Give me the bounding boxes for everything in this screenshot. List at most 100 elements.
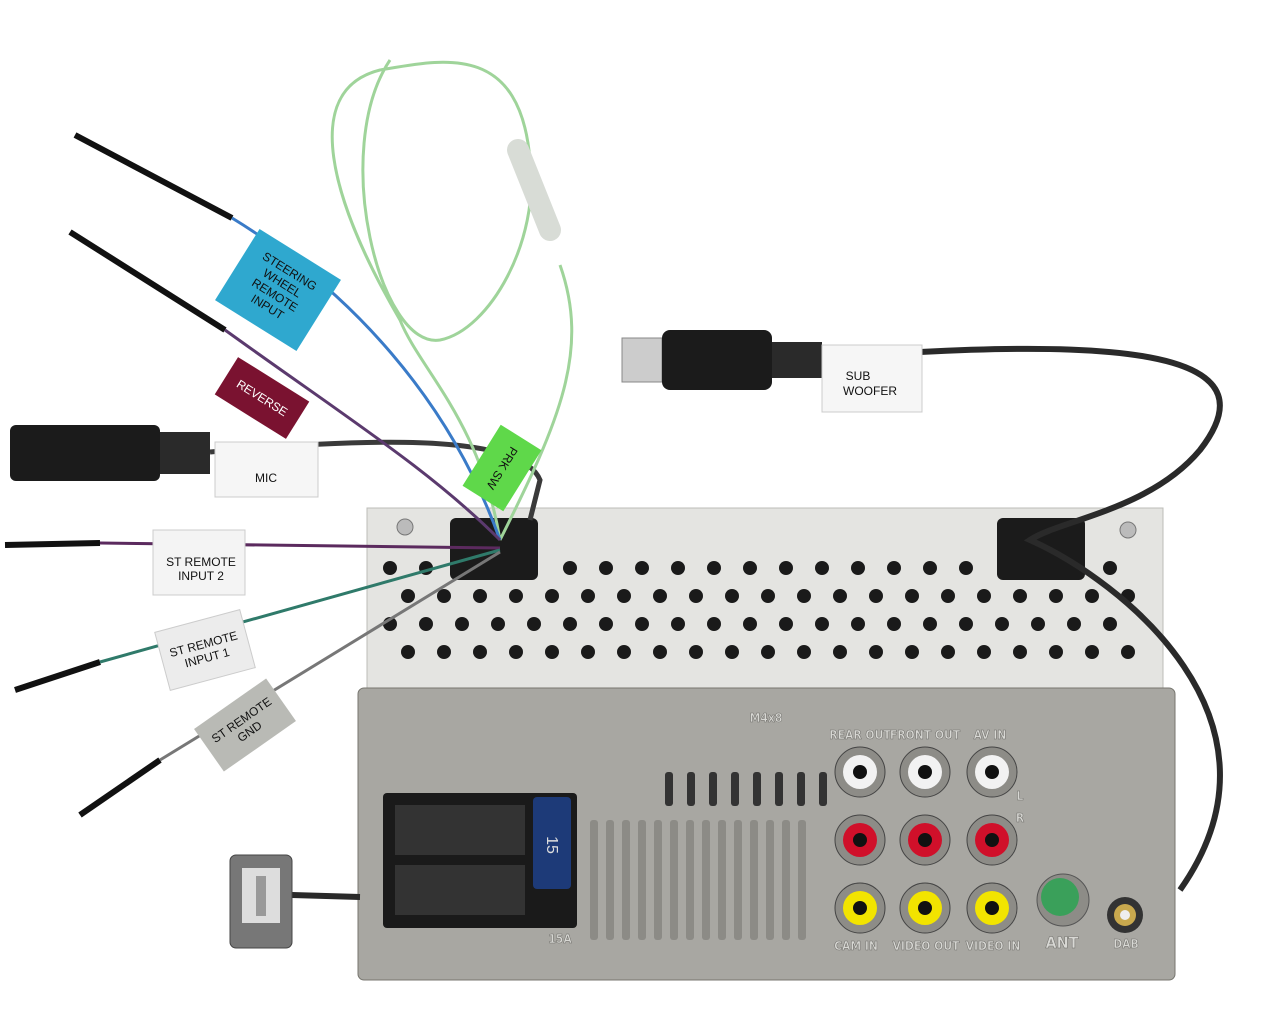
prk-fuse-holder <box>507 139 561 241</box>
vent-hole <box>1103 617 1117 631</box>
vent-hole <box>509 645 523 659</box>
fin <box>702 820 710 940</box>
fin <box>782 820 790 940</box>
vent-hole <box>635 561 649 575</box>
fin <box>734 820 742 940</box>
vent-hole <box>815 561 829 575</box>
cable-grommet <box>997 518 1085 580</box>
screw <box>1119 521 1137 539</box>
mic-connector[interactable] <box>10 425 210 481</box>
rca-jacks <box>834 746 1018 934</box>
vent-hole <box>689 645 703 659</box>
st-remote-input-2-label-tag: ST REMOTE INPUT 2 <box>152 529 246 596</box>
vent-hole <box>473 645 487 659</box>
vent-hole <box>995 617 1009 631</box>
fin <box>590 820 598 940</box>
av-in-label: AV IN <box>974 728 1007 742</box>
vent-hole <box>707 617 721 631</box>
vent-hole <box>1049 589 1063 603</box>
screw-spec-label: M4x8 <box>750 711 783 725</box>
fin <box>766 820 774 940</box>
dab-jack[interactable] <box>1107 897 1143 933</box>
vent-hole <box>887 617 901 631</box>
front-out-label: FRONT OUT <box>890 728 961 742</box>
vent-hole <box>833 645 847 659</box>
vent-hole <box>455 617 469 631</box>
vent-hole <box>725 645 739 659</box>
vent-slot <box>665 772 673 806</box>
vent-hole <box>923 561 937 575</box>
vent-hole <box>491 617 505 631</box>
vent-hole <box>599 617 613 631</box>
rca-jack[interactable] <box>899 814 951 866</box>
vent-hole <box>509 589 523 603</box>
vent-hole <box>545 645 559 659</box>
rca-jack[interactable] <box>966 746 1018 798</box>
heatsink-fins <box>590 772 827 940</box>
vent-hole <box>1103 561 1117 575</box>
rca-jack[interactable] <box>966 814 1018 866</box>
rca-jack[interactable] <box>834 746 886 798</box>
vent-slot <box>819 772 827 806</box>
st-remote-gnd-label-tag: ST REMOTE GND <box>194 678 296 772</box>
fin <box>638 820 646 940</box>
vent-hole <box>1085 589 1099 603</box>
cam-in-label: CAM IN <box>834 939 878 953</box>
vent-hole <box>527 617 541 631</box>
rca-jack[interactable] <box>899 746 951 798</box>
ant-label: ANT <box>1045 933 1078 952</box>
video-in-label: VIDEO IN <box>966 939 1021 953</box>
antenna-jack[interactable] <box>1036 873 1090 927</box>
svg-text:INPUT 2: INPUT 2 <box>178 569 224 583</box>
vent-hole <box>545 589 559 603</box>
subwoofer-label-tag: SUB WOOFER <box>821 344 923 413</box>
vent-hole <box>959 561 973 575</box>
rca-jack[interactable] <box>966 882 1018 934</box>
rca-jack[interactable] <box>834 882 886 934</box>
svg-text:SUB: SUB <box>846 369 871 383</box>
vent-hole <box>851 561 865 575</box>
usb-connector[interactable] <box>229 854 293 949</box>
subwoofer-rca-connector[interactable] <box>621 330 822 390</box>
rca-jack[interactable] <box>899 882 951 934</box>
vent-slot <box>775 772 783 806</box>
fin <box>654 820 662 940</box>
fin <box>670 820 678 940</box>
vent-hole <box>473 589 487 603</box>
subwoofer-cable <box>919 345 1223 892</box>
svg-text:MIC: MIC <box>255 471 277 485</box>
vent-slot <box>797 772 805 806</box>
vent-hole <box>779 561 793 575</box>
vent-slot <box>687 772 695 806</box>
vent-hole <box>635 617 649 631</box>
rear-out-label: REAR OUT <box>829 728 891 742</box>
prk-sw-label-tag: PRK SW <box>462 424 542 512</box>
vent-hole <box>797 589 811 603</box>
vent-hole <box>671 617 685 631</box>
usb-cable <box>291 892 361 900</box>
prk-wire <box>330 59 574 541</box>
steering-wire <box>73 132 234 221</box>
vent-hole <box>869 645 883 659</box>
vent-hole <box>797 645 811 659</box>
vent-hole <box>1049 645 1063 659</box>
vent-hole <box>653 645 667 659</box>
vent-hole <box>437 645 451 659</box>
vent-hole <box>941 645 955 659</box>
vent-hole <box>743 561 757 575</box>
rca-jack[interactable] <box>834 814 886 866</box>
vent-hole <box>941 589 955 603</box>
st-remote-input-2-wire <box>4 540 101 548</box>
vent-hole <box>1121 645 1135 659</box>
screw <box>396 518 414 536</box>
vent-hole <box>419 617 433 631</box>
vent-hole <box>977 645 991 659</box>
fin <box>798 820 806 940</box>
vent-hole <box>977 589 991 603</box>
fuse-value: 15 <box>543 836 560 854</box>
fuse[interactable] <box>533 797 571 889</box>
vent-slot <box>753 772 761 806</box>
fuse-rating-label: 15A <box>548 932 572 946</box>
vent-hole <box>437 589 451 603</box>
left-channel-label: L <box>1017 789 1024 803</box>
